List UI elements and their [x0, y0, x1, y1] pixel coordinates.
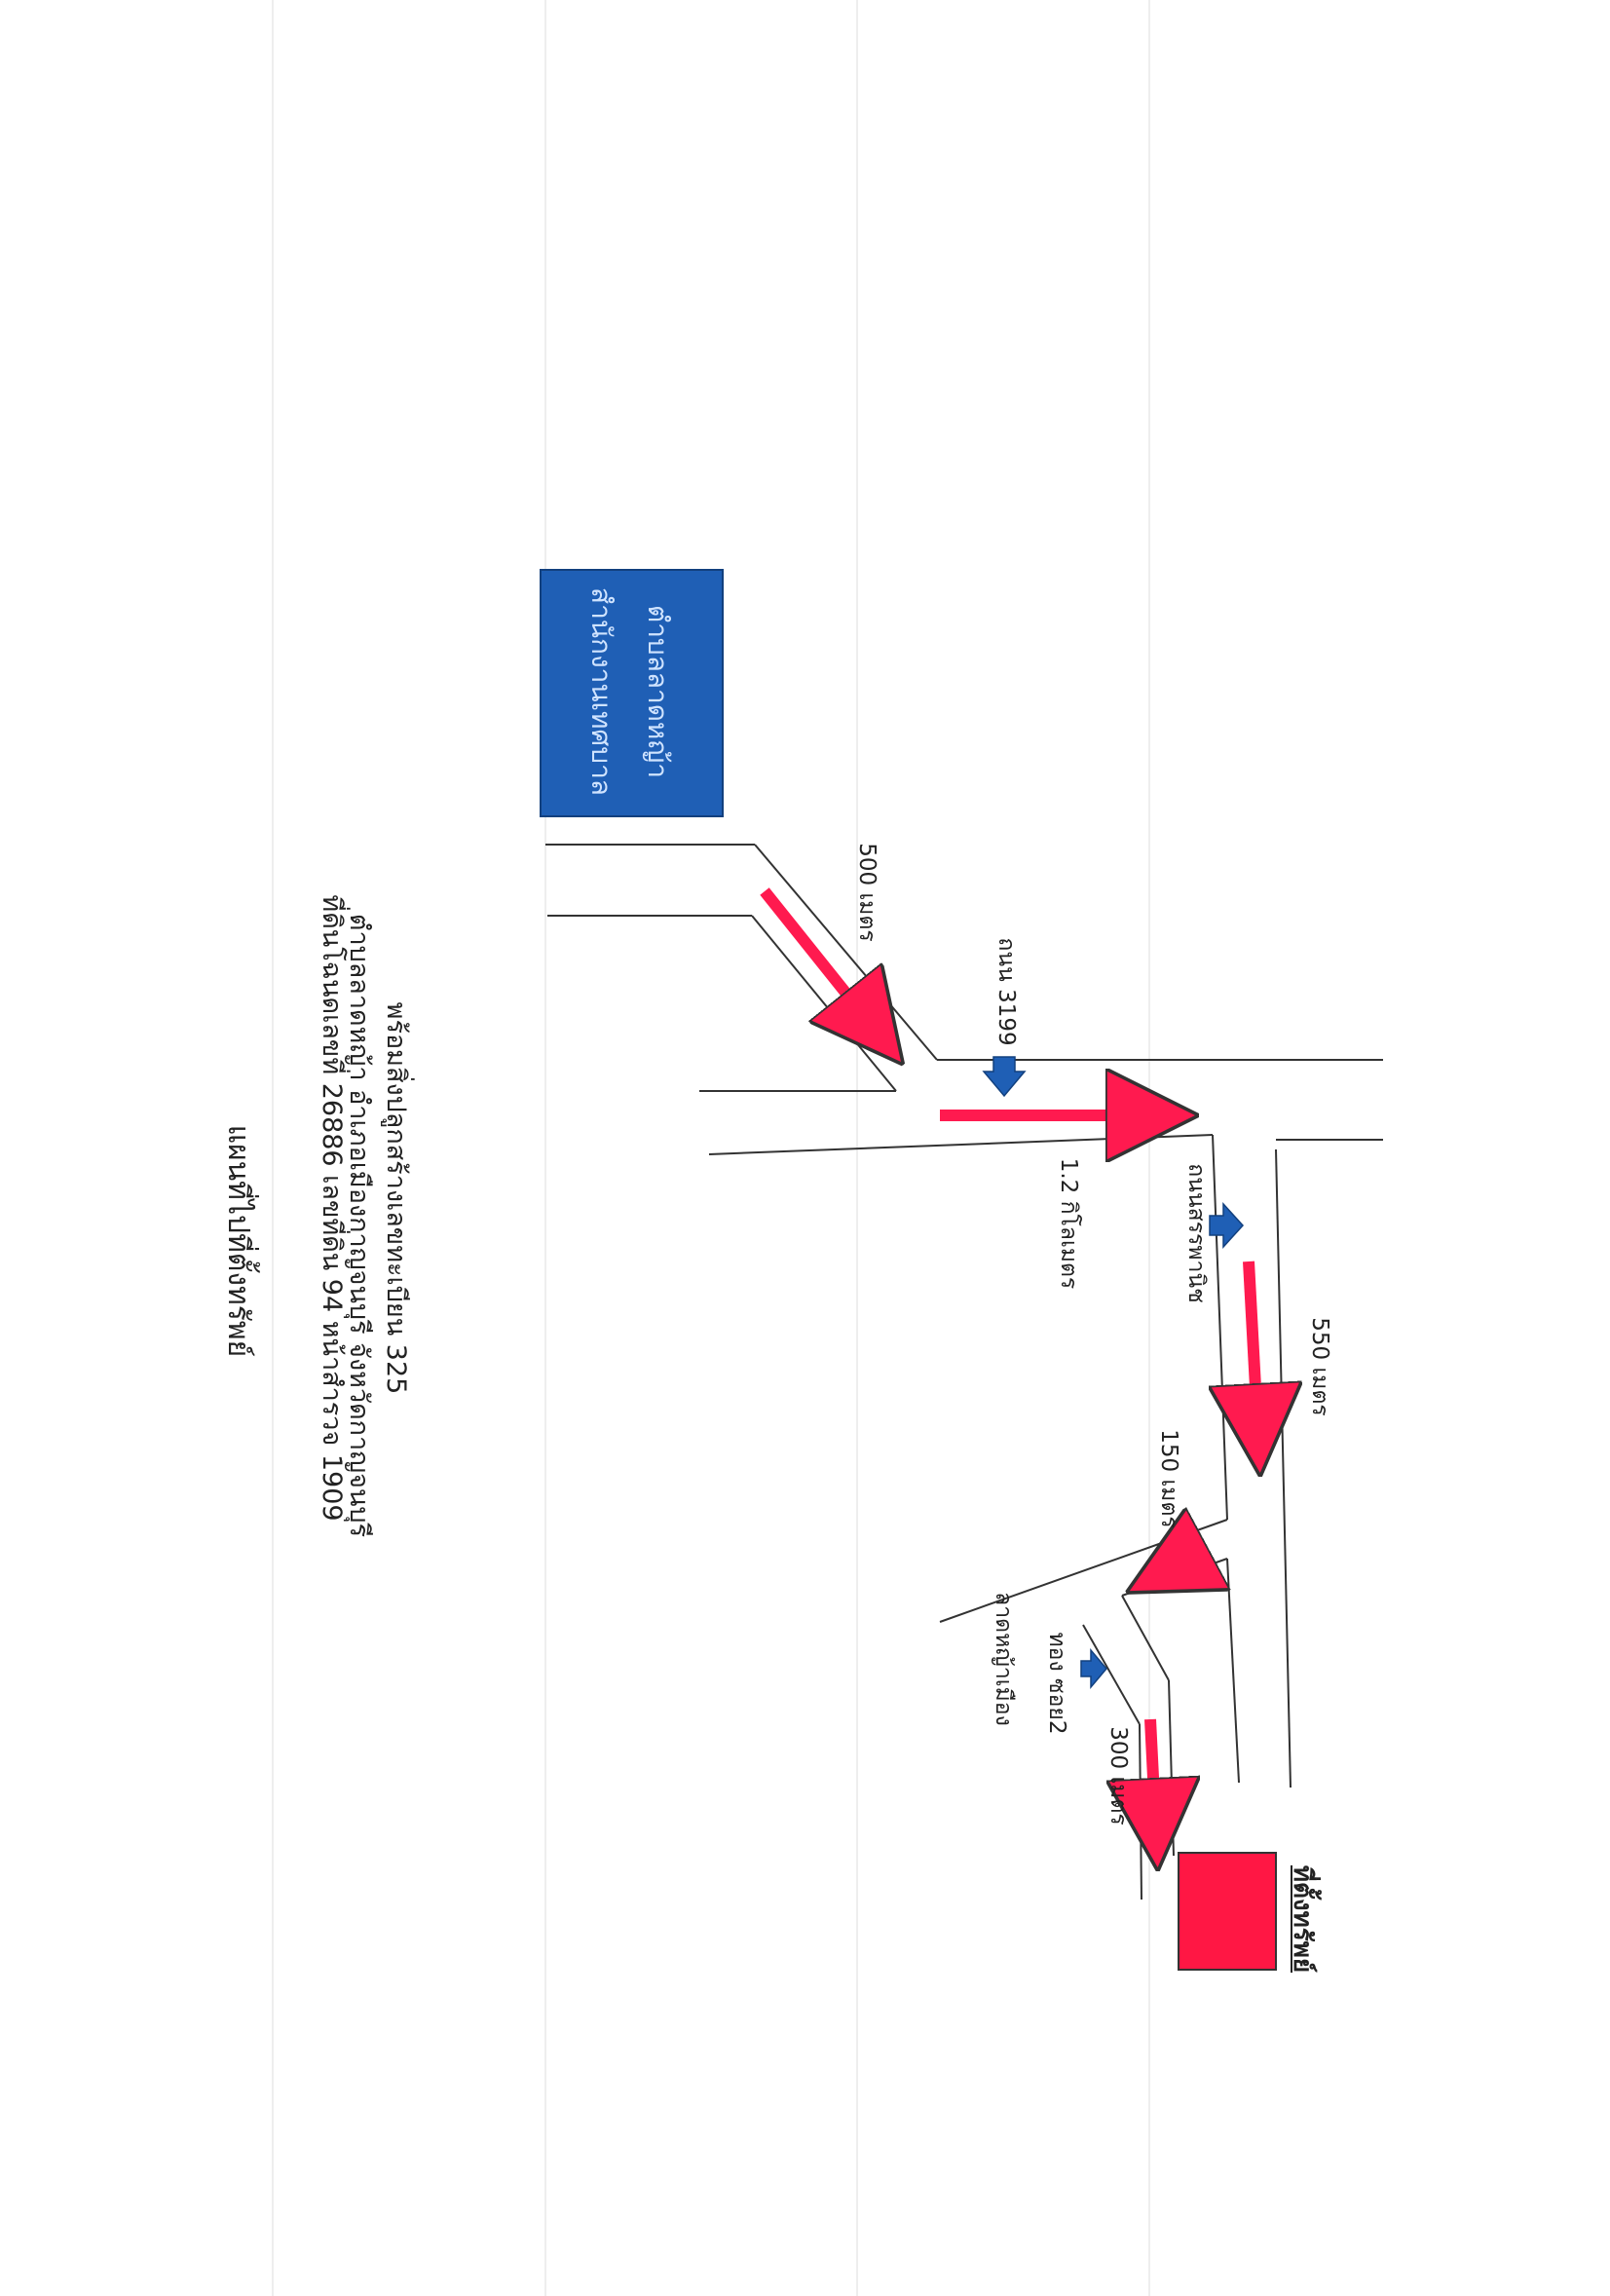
road-edge — [1121, 1595, 1170, 1681]
road-edge — [1212, 1134, 1228, 1521]
soi-label-line-1: ลาดหญ้าเมือง — [991, 1592, 1016, 1726]
municipal-office-box — [540, 569, 724, 817]
office-label-line-1: สำนักงานเทศบาล — [585, 587, 618, 796]
direction-marker-right — [1209, 1202, 1245, 1249]
road-edge — [708, 1134, 1214, 1155]
map-title: แผนที่ไปที่ตั้งทรัพย์ — [221, 1124, 255, 1358]
distance-1200m: 1.2 กิโลเมตร — [1056, 1157, 1081, 1290]
distance-550m: 550 เมตร — [1307, 1317, 1332, 1416]
road-edge — [1082, 1624, 1141, 1725]
route-arrow-3 — [1249, 1261, 1258, 1442]
road-edge — [1226, 1558, 1240, 1784]
route-arrow-1 — [760, 887, 881, 1037]
road-edge — [1275, 1148, 1292, 1788]
office-label-line-2: ตำบลลาดหญ้า — [642, 605, 674, 778]
route-arrows — [760, 887, 1258, 1836]
road-edge — [1139, 1723, 1142, 1901]
property-label: ที่ตั้งทรัพย์ — [1288, 1864, 1317, 1974]
info-line-3: พร้อมสิ่งปลูกสร้างเลขทะเบียน 325 — [381, 1001, 411, 1395]
road-3199-label: ถนน 3199 — [993, 937, 1019, 1046]
distance-300m: 300 เมตร — [1105, 1726, 1131, 1826]
soi-label-line-2: ทอง ซอย2 — [1044, 1632, 1069, 1735]
route-arrow-4 — [1157, 1549, 1208, 1576]
road-edge — [754, 844, 938, 1061]
road-edge — [939, 1519, 1228, 1623]
route-arrow-5 — [1150, 1718, 1156, 1836]
property-box — [1178, 1852, 1277, 1971]
distance-150m: 150 เมตร — [1156, 1429, 1181, 1528]
info-line-2: ตำบลลาดหญ้า อำเภอเมืองกาญจนบุรี จังหวัดก… — [344, 913, 374, 1538]
road-edge — [1168, 1679, 1175, 1857]
direction-marker-right-small — [1080, 1647, 1107, 1690]
sorrapanich-road-label: ถนนสรรพานิช — [1183, 1163, 1209, 1303]
distance-500m: 500 เมตร — [854, 843, 880, 942]
direction-markers — [982, 1056, 1245, 1690]
direction-marker-down — [982, 1056, 1027, 1098]
